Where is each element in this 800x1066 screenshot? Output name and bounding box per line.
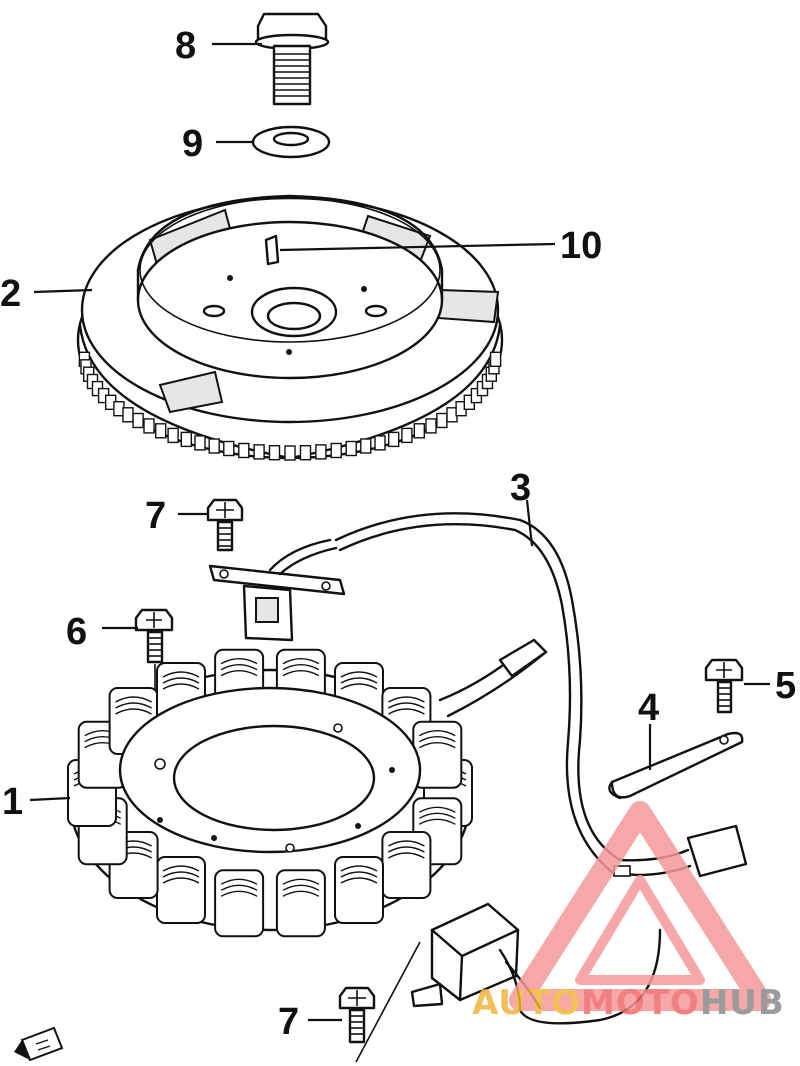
flywheel-tooth bbox=[299, 445, 312, 461]
flywheel-tooth bbox=[330, 442, 342, 459]
flywheel-tooth bbox=[345, 440, 357, 457]
front-direction-icon bbox=[14, 1026, 64, 1062]
stator-pole bbox=[381, 831, 432, 899]
callout-7-lower: 7 bbox=[278, 1001, 299, 1043]
stator-pole bbox=[334, 856, 384, 924]
stator-pole bbox=[214, 869, 265, 938]
flywheel-tooth bbox=[360, 438, 372, 454]
flywheel-tooth bbox=[489, 351, 502, 367]
callout-5: 5 bbox=[775, 665, 796, 707]
flywheel-tooth bbox=[374, 435, 386, 451]
stator-pole bbox=[275, 869, 326, 938]
callout-8: 8 bbox=[175, 25, 196, 67]
svg-text:AUTOMOTOHUB: AUTOMOTOHUB bbox=[472, 983, 785, 1023]
flywheel-tooth bbox=[436, 412, 448, 429]
callout-6: 6 bbox=[66, 611, 87, 653]
part-5-bolt bbox=[704, 658, 744, 714]
flywheel-tooth bbox=[132, 412, 144, 429]
leader-lines bbox=[29, 42, 770, 1022]
part-9-washer bbox=[251, 125, 331, 159]
callout-9: 9 bbox=[182, 123, 203, 165]
part-7-bolt-lower bbox=[338, 941, 421, 1063]
flywheel-tooth bbox=[154, 423, 167, 439]
stator-pole bbox=[156, 856, 206, 924]
part-8-flange-bolt bbox=[254, 12, 330, 106]
callout-labels: 8 9 2 10 3 7 6 4 5 1 7 bbox=[0, 25, 796, 1043]
callout-2: 2 bbox=[0, 273, 21, 315]
part-3-pulser-coil bbox=[208, 512, 622, 874]
callout-4: 4 bbox=[638, 687, 659, 729]
flywheel-tooth bbox=[223, 440, 235, 457]
flywheel-tooth bbox=[122, 407, 134, 423]
flywheel-tooth bbox=[315, 444, 327, 460]
callout-3: 3 bbox=[510, 467, 531, 509]
callout-10: 10 bbox=[560, 225, 602, 267]
flywheel-tooth bbox=[284, 445, 296, 461]
flywheel-tooth bbox=[167, 427, 179, 444]
part-4-clamp bbox=[608, 731, 744, 800]
flywheel-tooth bbox=[238, 442, 250, 459]
watermark-auto: AUTO bbox=[472, 983, 581, 1023]
flywheel-tooth bbox=[143, 418, 155, 434]
flywheel-tooth bbox=[208, 438, 220, 454]
flywheel-tooth bbox=[425, 418, 437, 434]
flywheel-tooth bbox=[401, 427, 413, 444]
part-7-bolt-upper bbox=[206, 498, 244, 552]
part-regulator-box bbox=[410, 902, 662, 1025]
callout-1: 1 bbox=[2, 781, 23, 823]
wire-connector bbox=[610, 824, 748, 878]
flywheel-tooth bbox=[413, 423, 425, 439]
flywheel-tooth bbox=[268, 445, 281, 461]
part-2-flywheel bbox=[76, 194, 504, 461]
callout-7-upper: 7 bbox=[145, 495, 166, 537]
stator-pole bbox=[412, 720, 463, 789]
flywheel-tooth bbox=[388, 431, 400, 448]
flywheel-tooth bbox=[253, 444, 265, 460]
watermark-moto: MOTO bbox=[581, 983, 700, 1023]
watermark-hub: HUB bbox=[700, 983, 785, 1023]
flywheel-tooth bbox=[194, 435, 206, 451]
watermark-logo: AUTOMOTOHUB bbox=[472, 801, 785, 1023]
part-1-stator bbox=[67, 638, 548, 938]
flywheel-tooth bbox=[180, 431, 193, 448]
